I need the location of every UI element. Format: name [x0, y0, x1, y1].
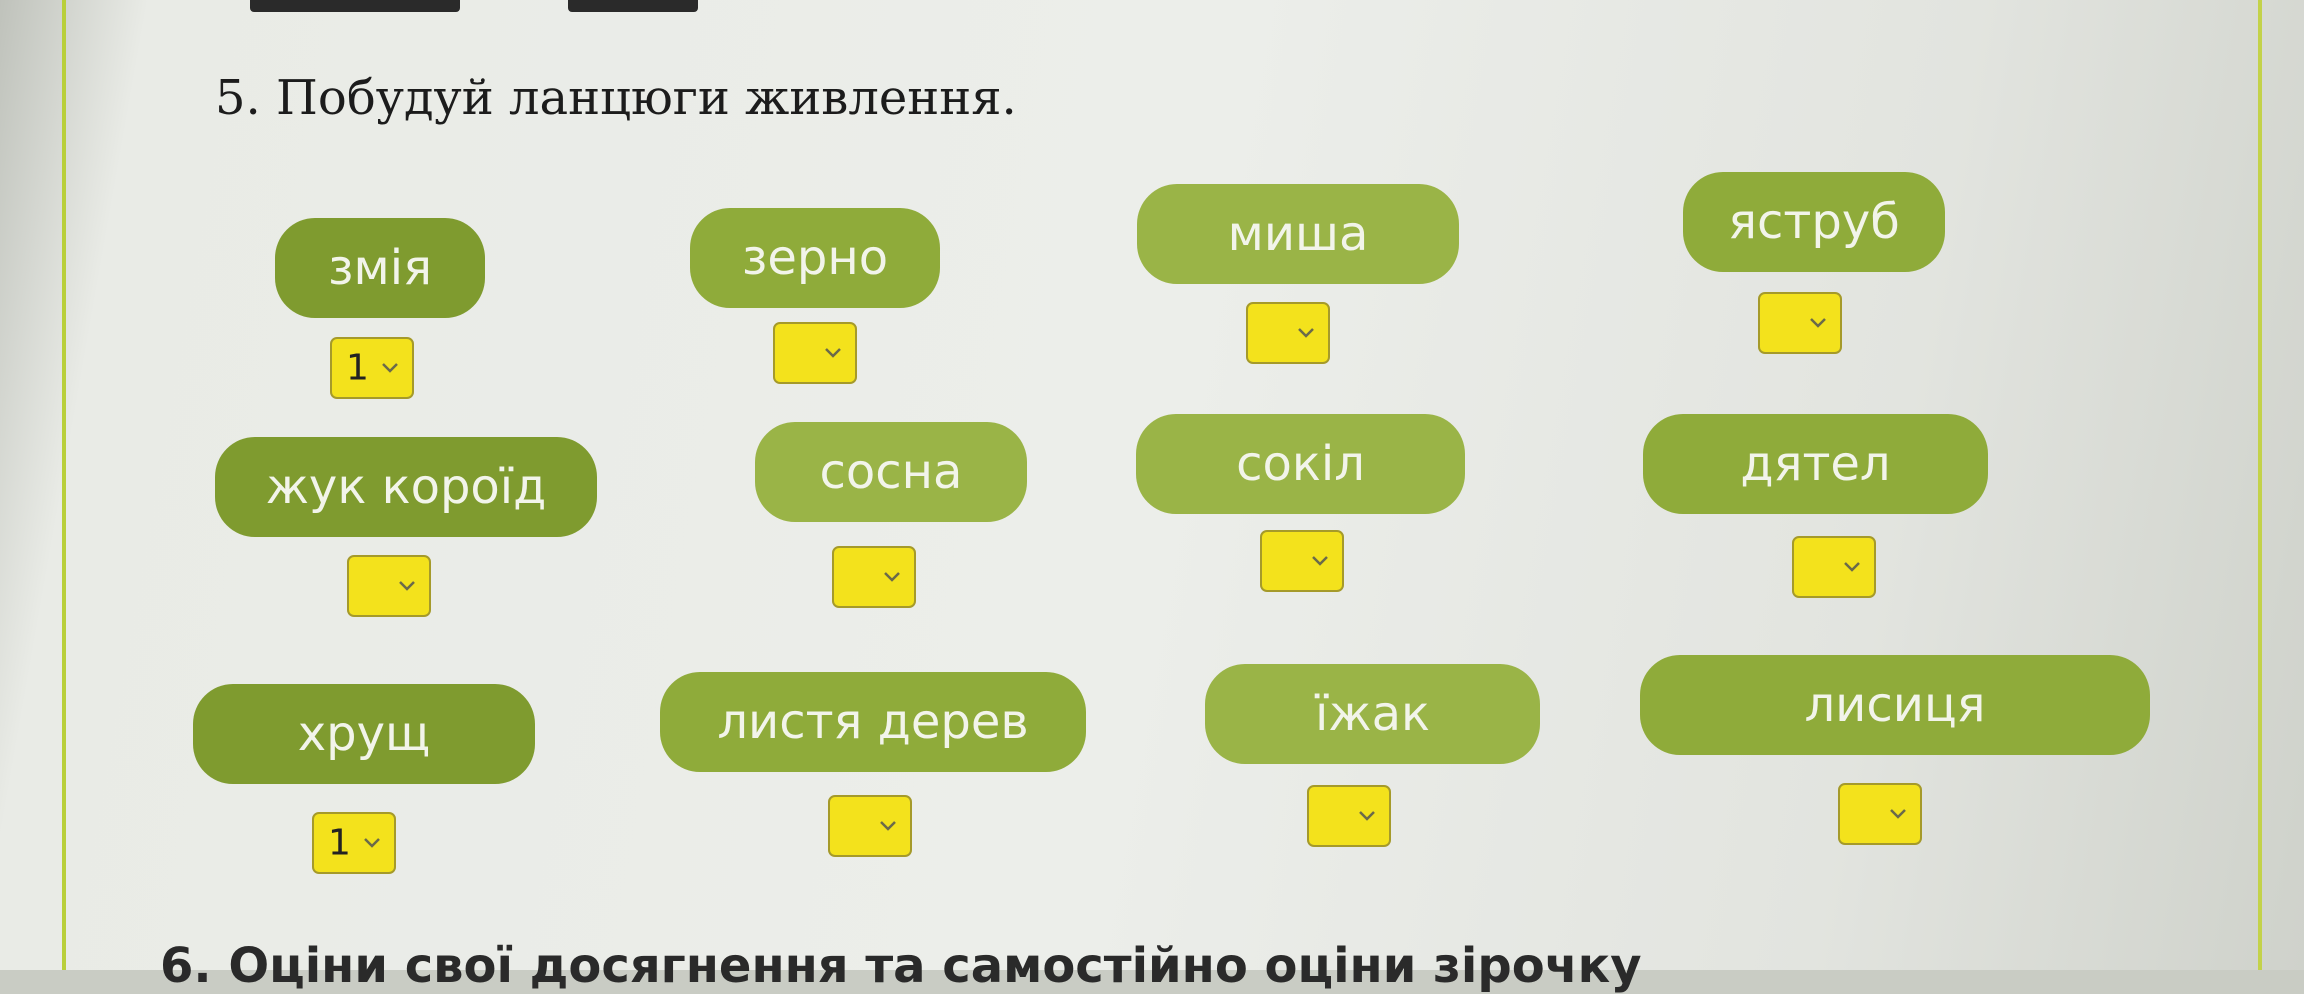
chain-item-label: хрущ [297, 706, 431, 762]
chain-item-label: жук короїд [265, 459, 547, 515]
chain-item-khrushch[interactable]: хрущ [193, 684, 535, 784]
order-select-zerno[interactable] [773, 322, 857, 384]
chain-item-yizhak[interactable]: їжак [1205, 664, 1540, 764]
order-select-lysytsia[interactable] [1838, 783, 1922, 845]
chain-item-zerno[interactable]: зерно [690, 208, 940, 308]
chain-item-label: листя дерев [717, 694, 1029, 750]
order-select-yizhak[interactable] [1307, 785, 1391, 847]
chain-item-iastrub[interactable]: яструб [1683, 172, 1945, 272]
chain-item-label: їжак [1315, 686, 1430, 742]
order-select-mysha[interactable] [1246, 302, 1330, 364]
order-select-value: 1 [328, 822, 351, 864]
order-select-sokil[interactable] [1260, 530, 1344, 592]
order-select-diatel[interactable] [1792, 536, 1876, 598]
chevron-down-icon [1810, 318, 1826, 328]
chain-item-mysha[interactable]: миша [1137, 184, 1459, 284]
chain-item-label: яструб [1728, 194, 1900, 250]
chain-item-diatel[interactable]: дятел [1643, 414, 1988, 514]
chevron-down-icon [1298, 328, 1314, 338]
next-question-title: 6. Оціни свої досягнення та самостійно о… [160, 938, 1642, 994]
chevron-down-icon [382, 363, 398, 373]
chain-item-label: лисиця [1804, 677, 1986, 733]
chain-item-label: зерно [741, 230, 889, 286]
order-select-khrushch[interactable]: 1 [312, 812, 396, 874]
order-select-iastrub[interactable] [1758, 292, 1842, 354]
chain-item-label: змія [328, 240, 432, 296]
chevron-down-icon [1312, 556, 1328, 566]
cropped-previous-content [568, 0, 698, 12]
order-select-value: 1 [346, 347, 369, 389]
chain-item-label: сосна [819, 444, 963, 500]
question-title: 5. Побудуй ланцюги живлення. [215, 70, 1017, 126]
chevron-down-icon [825, 348, 841, 358]
chain-item-label: миша [1227, 206, 1369, 262]
chain-item-label: дятел [1740, 436, 1891, 492]
chain-item-zhuk-koroid[interactable]: жук короїд [215, 437, 597, 537]
chain-item-lysytsia[interactable]: лисиця [1640, 655, 2150, 755]
chain-item-label: сокіл [1236, 436, 1365, 492]
order-select-zhuk-koroid[interactable] [347, 555, 431, 617]
left-accent-rail [62, 0, 66, 970]
chain-item-lystia-derev[interactable]: листя дерев [660, 672, 1086, 772]
chain-item-sosna[interactable]: сосна [755, 422, 1027, 522]
right-accent-rail [2258, 0, 2262, 970]
chevron-down-icon [1844, 562, 1860, 572]
chevron-down-icon [880, 821, 896, 831]
cropped-previous-content [250, 0, 460, 12]
chain-item-zmiia[interactable]: змія [275, 218, 485, 318]
chevron-down-icon [399, 581, 415, 591]
order-select-zmiia[interactable]: 1 [330, 337, 414, 399]
order-select-sosna[interactable] [832, 546, 916, 608]
chevron-down-icon [1890, 809, 1906, 819]
chain-item-sokil[interactable]: сокіл [1136, 414, 1465, 514]
order-select-lystia-derev[interactable] [828, 795, 912, 857]
chevron-down-icon [364, 838, 380, 848]
chevron-down-icon [1359, 811, 1375, 821]
chevron-down-icon [884, 572, 900, 582]
